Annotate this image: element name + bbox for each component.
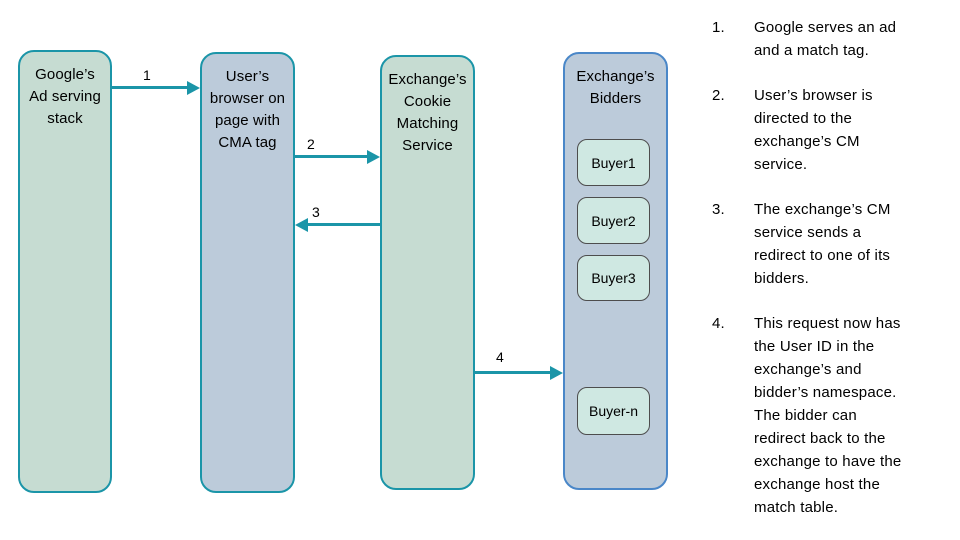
node-label-exchange-cookie-matching-service: Exchange’s Cookie Matching Service <box>388 71 467 154</box>
step-item-1: 1. Google serves an ad and a match tag. <box>712 16 954 62</box>
step-text: The exchange’s CM service sends a redire… <box>754 201 891 287</box>
node-label-users-browser: User’s browser on page with CMA tag <box>209 68 286 151</box>
step-item-3: 3. The exchange’s CM service sends a red… <box>712 198 954 290</box>
step-item-4: 4. This request now has the User ID in t… <box>712 312 954 519</box>
arrow-2-browser-to-cm-service <box>295 149 380 164</box>
arrowhead-right-icon <box>187 80 200 95</box>
buyer-box-n: Buyer-n <box>577 387 650 435</box>
arrow-3-cm-service-to-browser <box>295 217 380 232</box>
arrowhead-left-icon <box>295 217 308 232</box>
steps-list: 1. Google serves an ad and a match tag. … <box>712 16 954 540</box>
node-label-exchange-bidders: Exchange’s Bidders <box>576 68 655 107</box>
node-users-browser: User’s browser on page with CMA tag <box>200 52 295 493</box>
arrow-label-2: 2 <box>307 136 315 152</box>
node-google-ad-serving-stack: Google’s Ad serving stack <box>18 50 112 493</box>
arrow-label-1: 1 <box>143 67 151 83</box>
step-number: 2. <box>712 87 725 104</box>
step-text: User’s browser is directed to the exchan… <box>754 87 873 173</box>
step-text: Google serves an ad and a match tag. <box>754 19 897 59</box>
arrow-4-cm-service-to-bidders <box>475 365 563 380</box>
arrow-label-3: 3 <box>312 204 320 220</box>
buyer-box-1: Buyer1 <box>577 139 650 186</box>
node-exchange-cookie-matching-service: Exchange’s Cookie Matching Service <box>380 55 475 490</box>
node-label-google-ad-serving-stack: Google’s Ad serving stack <box>29 66 101 127</box>
step-number: 4. <box>712 315 725 332</box>
step-item-2: 2. User’s browser is directed to the exc… <box>712 84 954 176</box>
arrow-1-google-to-browser <box>112 80 200 95</box>
buyer-box-2: Buyer2 <box>577 197 650 244</box>
step-number: 1. <box>712 19 725 36</box>
step-text: This request now has the User ID in the … <box>754 315 902 516</box>
arrow-label-4: 4 <box>496 349 504 365</box>
arrowhead-right-icon <box>367 149 380 164</box>
node-exchange-bidders: Exchange’s Bidders Buyer1 Buyer2 Buyer3 … <box>563 52 668 490</box>
buyer-box-3: Buyer3 <box>577 255 650 301</box>
step-number: 3. <box>712 201 725 218</box>
arrowhead-right-icon <box>550 365 563 380</box>
